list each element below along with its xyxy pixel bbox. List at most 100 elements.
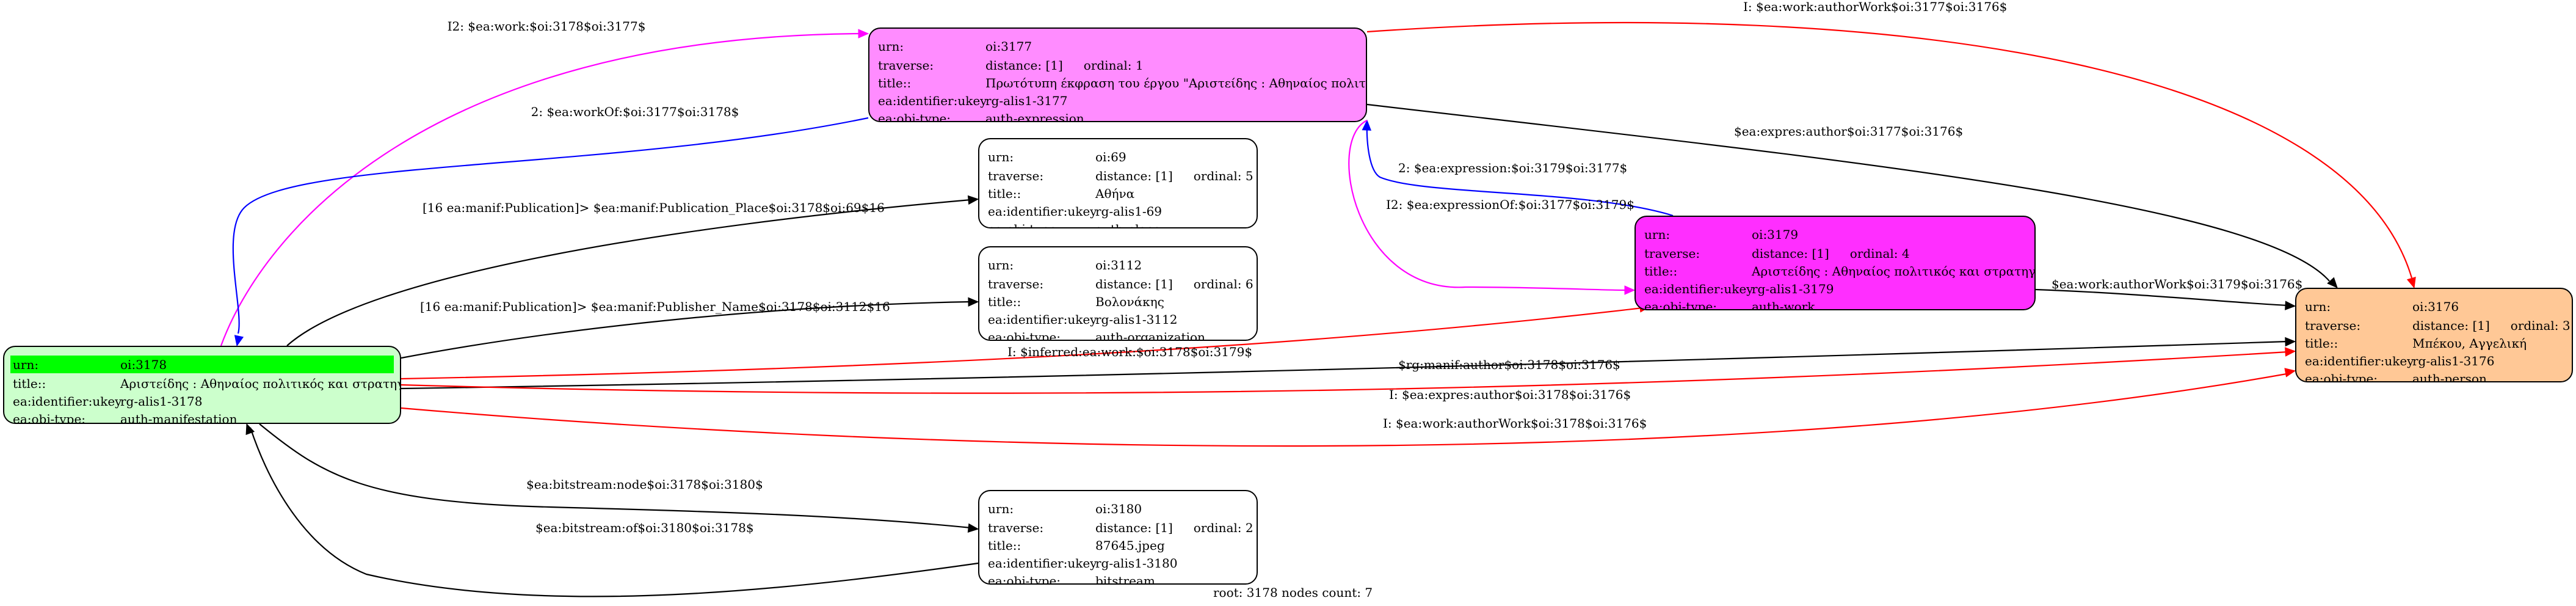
field-value: Αριστείδης : Αθηναίος πολιτικός και στρα… bbox=[1752, 263, 2036, 279]
field-key: ea:identifier:ukey bbox=[2305, 353, 2414, 368]
node-row: urn:oi:3112 bbox=[985, 256, 1250, 274]
field-key: title:: bbox=[988, 538, 1021, 553]
field-key: urn: bbox=[2305, 299, 2331, 314]
node-row: traverse:distance: [1]ordinal: 5 bbox=[988, 167, 1257, 184]
node-row: ea:obj-type:auth-person bbox=[2305, 370, 2572, 382]
edge-label: 2: $ea:expression:$oi:3179$oi:3177$ bbox=[1398, 161, 1627, 175]
field-value: oi:3177 bbox=[985, 38, 1032, 54]
node-row: urn:oi:3177 bbox=[876, 37, 1360, 55]
node-row: traverse:distance: [1]ordinal: 2 bbox=[988, 519, 1257, 536]
edge-line bbox=[401, 301, 971, 359]
edge-line bbox=[401, 307, 1643, 380]
field-key: ea:obj-type: bbox=[1644, 299, 1718, 310]
edge-arrowhead bbox=[2285, 301, 2296, 310]
field-value: rg-alis1-3177 bbox=[985, 93, 1068, 108]
field-key: ea:obj-type: bbox=[988, 329, 1061, 341]
node-row: ea:obj-type: bitstream bbox=[988, 572, 1257, 585]
node-row: title::87645.jpeg bbox=[988, 536, 1257, 554]
field-value: auth-organization bbox=[1095, 329, 1205, 341]
field-key: traverse: bbox=[2305, 318, 2361, 333]
node-row: title::Αριστείδης : Αθηναίος πολιτικός κ… bbox=[1644, 262, 2034, 280]
field-value: rg-alis1-3179 bbox=[1752, 281, 1834, 296]
node-row: urn: oi:3180 bbox=[985, 500, 1250, 517]
node-row: title::Πρωτότυπη έκφραση του έργου "Αρισ… bbox=[878, 74, 1366, 92]
field-key: ea:identifier:ukey bbox=[13, 393, 122, 409]
edge-e6: I2: $ea:expressionOf:$oi:3177$oi:3179$ bbox=[1348, 120, 1636, 295]
field-value: auth-work bbox=[1752, 299, 1815, 310]
field-key: urn: bbox=[988, 501, 1014, 516]
field-key: title:: bbox=[878, 75, 912, 90]
edge-label: $ea:work:authorWork$oi:3179$oi:3176$ bbox=[2052, 277, 2302, 291]
node-row: urn: oi:3176 bbox=[2302, 298, 2566, 315]
field-value: oi:3180 bbox=[1095, 501, 1142, 516]
field-value-secondary: ordinal: 4 bbox=[1849, 246, 1910, 261]
field-key: title:: bbox=[1644, 263, 1678, 279]
edge-line bbox=[1366, 125, 1674, 217]
field-value: oi:3178 bbox=[120, 357, 167, 372]
edge-line bbox=[2035, 288, 2288, 307]
field-value: oi:3176 bbox=[2412, 299, 2459, 314]
edge-line bbox=[259, 423, 971, 529]
node-row: ea:obj-type: auth-organization bbox=[988, 328, 1257, 341]
node-row: title::Αθήνα bbox=[988, 184, 1257, 202]
edge-line bbox=[401, 373, 2287, 447]
edge-e12: I: $ea:expres:author$oi:3178$oi:3176$ bbox=[401, 347, 2296, 402]
node-row: urn:oi:3179 bbox=[1642, 225, 2028, 243]
edge-label: I: $ea:work:authorWork$oi:3178$oi:3176$ bbox=[1383, 416, 1647, 431]
edge-arrowhead bbox=[2327, 277, 2338, 288]
edge-line bbox=[1366, 21, 2413, 279]
field-value: bitstream bbox=[1095, 573, 1155, 585]
field-value: Πρωτότυπη έκφραση του έργου "Αριστείδης … bbox=[985, 75, 1367, 90]
node-69[interactable]: urn: oi:69 traverse:distance: [1]ordinal: … bbox=[978, 138, 1258, 228]
node-3180[interactable]: urn: oi:3180 traverse:distance: [1]ordinal… bbox=[978, 490, 1258, 585]
field-value: distance: [1] bbox=[985, 57, 1063, 73]
edge-label: $ea:bitstream:of$oi:3180$oi:3178$ bbox=[535, 520, 754, 535]
edge-label: I: $ea:work:authorWork$oi:3177$oi:3176$ bbox=[1743, 0, 2007, 14]
field-key: ea:obj-type: bbox=[2305, 371, 2378, 382]
field-key: ea:identifier:ukey bbox=[1644, 281, 1754, 296]
field-key: ea:obj-type: bbox=[988, 222, 1095, 228]
field-value-secondary: ordinal: 3 bbox=[2510, 318, 2571, 333]
field-value-secondary: ordinal: 2 bbox=[1193, 520, 1254, 535]
field-value: distance: [1] bbox=[1752, 246, 1829, 261]
edge-arrowhead bbox=[234, 335, 244, 347]
node-row: ea:obj-type:auth-place bbox=[988, 220, 1257, 228]
field-key: traverse: bbox=[988, 520, 1044, 535]
field-value: oi:3112 bbox=[1095, 257, 1142, 272]
edge-arrowhead bbox=[858, 29, 869, 38]
edge-e4: $ea:expres:author$oi:3177$oi:3176$ bbox=[1366, 103, 2338, 288]
field-value: rg-alis1-3112 bbox=[1095, 312, 1178, 327]
field-key: ea:identifier:ukey bbox=[988, 555, 1097, 571]
edge-label: $rg:manif:author$oi:3178$oi:3176$ bbox=[1398, 357, 1620, 372]
edge-e5: 2: $ea:expression:$oi:3179$oi:3177$ bbox=[1362, 119, 1674, 217]
edge-line bbox=[220, 32, 862, 346]
node-3176[interactable]: urn: oi:3176 traverse: distance: [1] ordinal… bbox=[2295, 288, 2573, 382]
edge-line bbox=[1348, 120, 1626, 291]
edge-label: I2: $ea:work:$oi:3178$oi:3177$ bbox=[448, 19, 646, 34]
node-row: urn: oi:3178 bbox=[10, 356, 394, 373]
field-key: urn: bbox=[1644, 227, 1671, 242]
field-value: oi:69 bbox=[1095, 149, 1127, 164]
field-key: urn: bbox=[988, 149, 1014, 164]
field-key: urn: bbox=[13, 357, 39, 372]
field-value: auth-expression bbox=[985, 111, 1084, 122]
edge-e3: I: $ea:work:authorWork$oi:3177$oi:3176$ bbox=[1366, 0, 2416, 289]
field-key: ea:obj-type: bbox=[988, 573, 1061, 585]
edge-e11: $rg:manif:author$oi:3178$oi:3176$ bbox=[401, 337, 2296, 390]
field-value: distance: [1] bbox=[2412, 318, 2490, 333]
field-key: title:: bbox=[2305, 335, 2338, 351]
edge-arrowhead bbox=[967, 195, 979, 205]
edge-e10: I: $inferred:ea:work:$oi:3178$oi:3179$ bbox=[401, 303, 1651, 380]
edge-e9: $ea:work:authorWork$oi:3179$oi:3176$ bbox=[2035, 277, 2302, 310]
edge-e14: $ea:bitstream:node$oi:3178$oi:3180$ bbox=[259, 423, 979, 533]
node-row: traverse: distance: [1] ordinal: 3 bbox=[2305, 316, 2572, 334]
edge-label: I: $ea:expres:author$oi:3178$oi:3176$ bbox=[1389, 387, 1631, 402]
node-row: traverse:distance: [1]ordinal: 1 bbox=[878, 56, 1366, 74]
edge-line bbox=[249, 427, 979, 597]
